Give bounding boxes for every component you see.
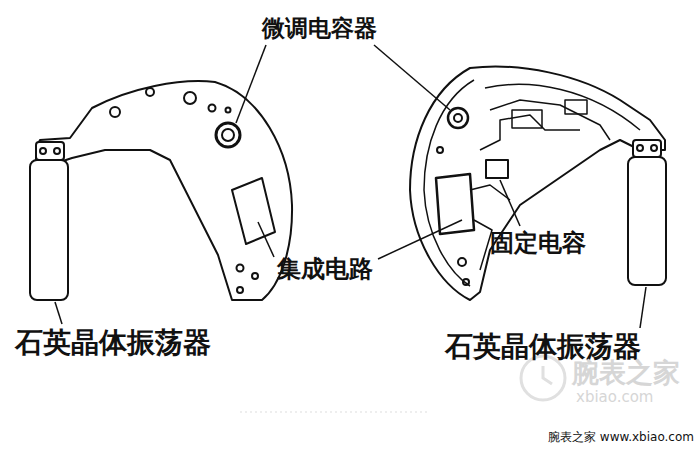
crystal-pin xyxy=(651,145,657,151)
part-label: 固定电容 xyxy=(490,230,586,256)
watermark-logo-hands xyxy=(543,366,552,384)
crystal-connector xyxy=(36,142,64,160)
crystal-pin xyxy=(637,145,643,151)
trimmer-capacitor xyxy=(448,108,468,128)
leader-line xyxy=(258,222,274,257)
trimmer-capacitor-core xyxy=(222,129,234,141)
quartz-crystal xyxy=(628,157,666,285)
circuit-trace xyxy=(485,84,640,130)
mounting-hole xyxy=(437,147,443,153)
leader-line xyxy=(236,45,266,123)
mounting-hole xyxy=(184,92,196,104)
integrated-circuit-block xyxy=(436,174,474,234)
left-board xyxy=(30,81,292,300)
part-label: 石英晶体振荡器 xyxy=(15,328,211,359)
leader-line xyxy=(640,287,646,328)
mounting-hole xyxy=(237,287,243,293)
leader-line xyxy=(378,220,462,259)
mounting-hole xyxy=(209,105,216,112)
mounting-hole xyxy=(463,279,469,285)
mounting-hole xyxy=(458,258,466,266)
leader-line xyxy=(55,302,62,324)
right-board xyxy=(410,67,666,300)
circuit-pad xyxy=(565,100,587,114)
quartz-crystal xyxy=(30,160,68,300)
watermark-text: xbiao.com xyxy=(576,389,653,406)
crystal-pin xyxy=(40,148,46,154)
mounting-hole xyxy=(146,88,154,96)
mounting-hole xyxy=(237,265,244,272)
circuit-trace xyxy=(480,115,580,150)
fixed-capacitor xyxy=(486,160,508,178)
mounting-hole xyxy=(226,108,231,113)
circuit-trace xyxy=(424,80,474,286)
leader-line xyxy=(374,45,450,110)
credit-text: 腕表之家 www.xbiao.com xyxy=(548,431,694,444)
leader-lines xyxy=(55,45,646,328)
crystal-pin xyxy=(54,148,60,154)
part-label: 集成电路 xyxy=(277,256,373,282)
circuit-trace xyxy=(490,100,610,140)
trimmer-capacitor xyxy=(216,123,240,147)
dotted-rule xyxy=(240,412,430,413)
mounting-hole xyxy=(252,273,258,279)
watermark-text: 腕表之家 xyxy=(572,358,680,388)
circuit-plate-outline xyxy=(410,67,665,300)
circuit-pad xyxy=(512,110,542,128)
circuit-trace xyxy=(470,185,510,270)
mounting-hole xyxy=(110,107,120,117)
circuit-plate-outline xyxy=(36,81,292,300)
part-label: 微调电容器 xyxy=(262,16,377,41)
integrated-circuit xyxy=(232,178,275,244)
leader-line xyxy=(500,180,520,226)
trimmer-capacitor-core xyxy=(454,114,462,122)
crystal-connector xyxy=(633,140,661,157)
